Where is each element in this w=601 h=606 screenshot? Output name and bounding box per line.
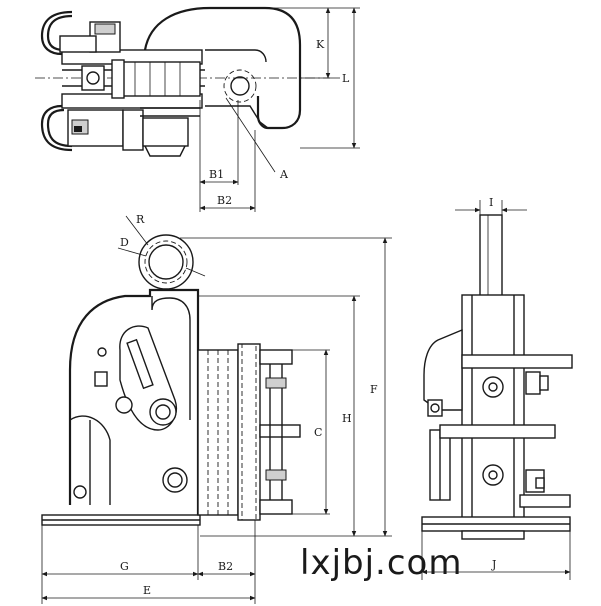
label-E: E [143,584,151,597]
label-B1: B1 [209,168,224,181]
label-D: D [120,236,129,249]
top-view [35,6,360,212]
label-K: K [316,38,325,51]
label-R: R [136,213,145,226]
watermark-text: lxjbj.com [300,543,462,583]
label-B2-top: B2 [217,194,232,207]
label-L: L [342,72,350,85]
label-F: F [370,383,378,396]
label-A: A [279,168,289,181]
label-H: H [342,412,352,425]
side-view [421,200,573,580]
label-C: C [314,426,322,439]
label-I: I [489,196,493,209]
label-J: J [491,558,496,571]
label-G: G [120,560,129,573]
front-view [41,215,392,604]
label-B2-bottom: B2 [218,560,233,573]
